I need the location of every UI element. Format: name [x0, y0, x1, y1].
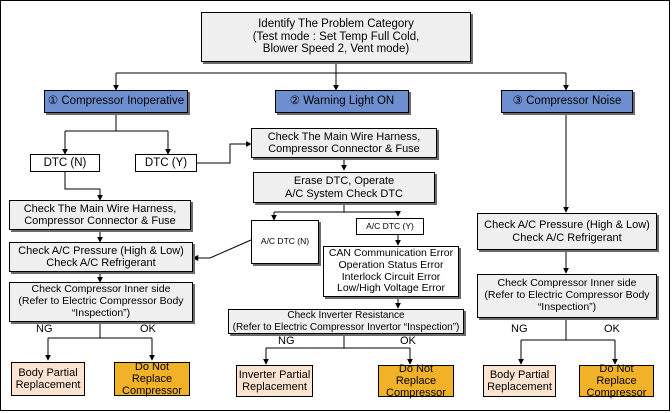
right-do-not-replace: Do Not Replace Compressor	[579, 363, 654, 399]
arrow-dtc-y-to-mid-harness	[194, 141, 252, 164]
left-check-pressure-box: Check A/C Pressure (High & Low) Check A/…	[9, 242, 193, 272]
right-body-partial-replacement: Body Partial Replacement	[483, 365, 556, 397]
left-do-not-replace: Do Not Replace Compressor	[114, 361, 190, 397]
line-right-inner-split	[521, 318, 567, 341]
arrow-ac-dtc-n-to-left-pressure	[192, 239, 252, 261]
ac-dtc-n-box: A/C DTC (N)	[251, 220, 319, 264]
mid-do-not-replace: Do Not Replace Compressor	[378, 363, 454, 399]
right-check-inner-box: Check Compressor Inner side (Refer to El…	[477, 274, 657, 318]
error-list-box: CAN Communication Error Operation Status…	[323, 246, 459, 297]
inverter-partial-replacement: Inverter Partial Replacement	[236, 365, 313, 397]
category-warning-light-on: ② Warning Light ON	[275, 90, 409, 113]
line-cat1-split	[65, 113, 117, 132]
category-compressor-inoperative: ① Compressor Inoperative	[44, 90, 188, 113]
right-ok-label: OK	[604, 323, 620, 335]
line-dtc-n-down	[64, 172, 100, 190]
left-check-inner-box: Check Compressor Inner side (Refer to El…	[9, 282, 193, 322]
left-check-harness-box: Check The Main Wire Harness, Compressor …	[9, 200, 191, 230]
left-body-partial-replacement: Body Partial Replacement	[11, 362, 85, 396]
identify-problem-box: Identify The Problem Category (Test mode…	[201, 12, 471, 62]
erase-dtc-box: Erase DTC, Operate A/C System Check DTC	[253, 172, 435, 203]
dtc-n-box: DTC (N)	[30, 154, 100, 172]
left-ng-label: NG	[36, 323, 53, 335]
mid-ok-label: OK	[400, 335, 416, 347]
category-compressor-noise: ③ Compressor Noise	[501, 90, 633, 113]
left-ok-label: OK	[140, 323, 156, 335]
line-left-inner-split	[48, 322, 101, 339]
mid-check-harness-box: Check The Main Wire Harness, Compressor …	[251, 128, 437, 158]
check-inverter-box: Check Inverter Resistance (Refer to Elec…	[228, 309, 464, 334]
mid-ng-label: NG	[278, 335, 295, 347]
line-erase-split	[274, 203, 345, 213]
right-ng-label: NG	[511, 323, 528, 335]
ac-dtc-y-box: A/C DTC (Y)	[356, 218, 424, 235]
right-check-pressure-box: Check A/C Pressure (High & Low) Check A/…	[477, 213, 657, 250]
dtc-y-box: DTC (Y)	[135, 154, 197, 172]
